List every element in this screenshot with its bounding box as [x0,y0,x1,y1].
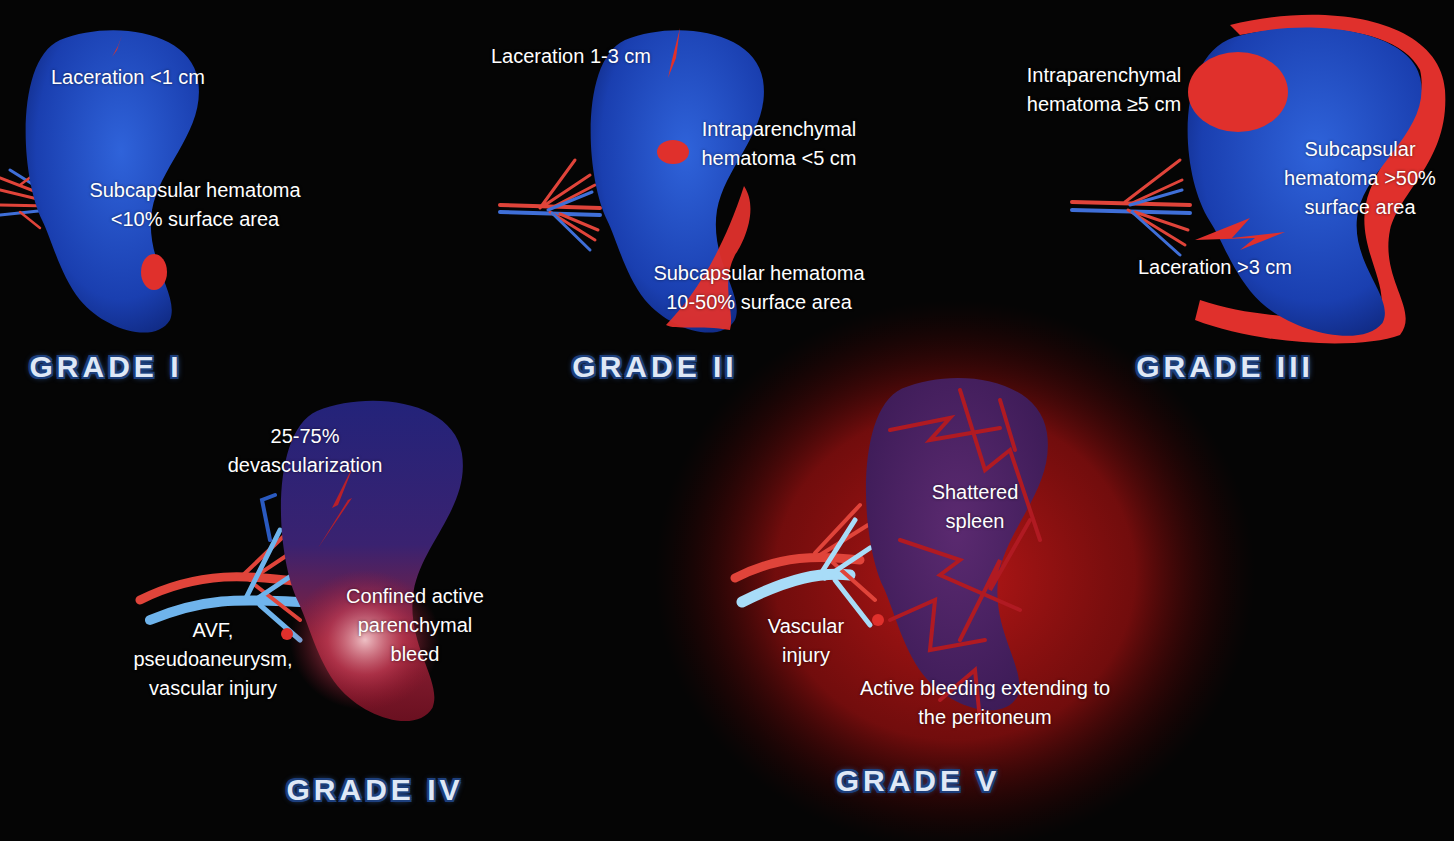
annotation-label: Subcapsular hematoma <10% surface area [80,176,310,234]
annotation-label: Confined active parenchymal bleed [333,582,498,669]
annotation-label: 25-75% devascularization [208,422,403,480]
grade-heading: GRADE V [798,763,1038,799]
grade-heading: GRADE III [1105,349,1345,385]
annotation-label: Subcapsular hematoma 10-50% surface area [644,259,874,317]
annotation-label: Vascular injury [754,612,859,670]
grade-heading: GRADE I [6,349,206,385]
annotation-label: Shattered spleen [913,478,1038,536]
annotation-label: AVF, pseudoaneurysm, vascular injury [126,616,301,703]
annotation-label: Laceration 1-3 cm [461,42,681,71]
annotation-label: Intraparenchymal hematoma <5 cm [684,115,874,173]
annotation-label: Laceration <1 cm [18,63,238,92]
annotation-label: Active bleeding extending to the periton… [848,674,1123,732]
annotation-label: Subcapsular hematoma >50% surface area [1280,135,1440,222]
grade-heading: GRADE IV [255,772,495,808]
annotation-label: Intraparenchymal hematoma ≥5 cm [1009,61,1199,119]
grade-heading: GRADE II [545,349,765,385]
annotation-label: Laceration >3 cm [1115,253,1315,282]
